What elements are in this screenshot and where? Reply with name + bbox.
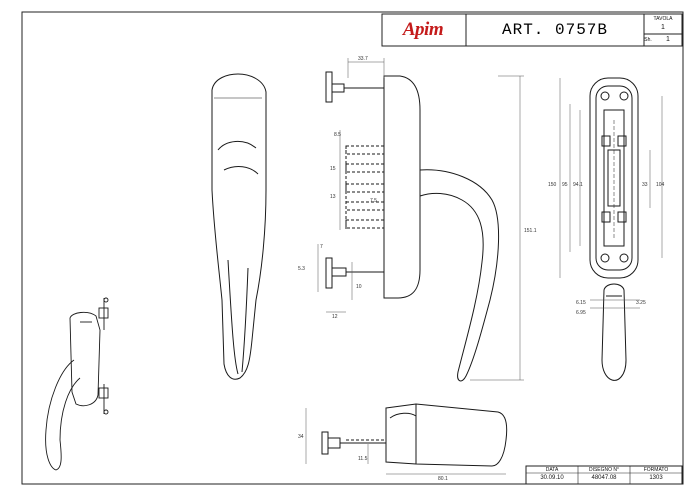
footer-drawing-label: DISEGNO N° [588, 467, 620, 473]
sheet-border [21, 11, 684, 485]
dim-rose-h5: 104 [656, 182, 665, 188]
footer-date-value: 30.09.10 [540, 475, 564, 481]
dim-slot-c: 13 [330, 194, 336, 200]
front-view [211, 73, 267, 380]
side-view [325, 71, 500, 382]
footer-date-label: DATA [545, 467, 559, 473]
dim-slot-a: 8.5 [334, 132, 341, 138]
tavola-value: 1 [661, 24, 665, 31]
dim-screw-d: 12 [332, 314, 338, 320]
spindle-slot [345, 145, 385, 155]
dim-rose-w2: 6.95 [576, 310, 586, 316]
article-number: ART. 0757B [501, 21, 608, 39]
tavola-label: TAVOLA [653, 16, 673, 22]
rose-back-view [589, 77, 639, 381]
title-block-frame [381, 13, 683, 47]
dim-screw-b: 5.3 [298, 266, 305, 272]
dim-rose-w3: 3.25 [636, 300, 646, 306]
sheet-label: Sh. [644, 37, 652, 43]
dim-bottom-len: 80.1 [438, 476, 448, 482]
side-dimensions [317, 58, 524, 381]
bottom-dimensions [305, 408, 506, 475]
rose-dimensions [559, 78, 663, 309]
footer-format-value: 1303 [649, 475, 663, 481]
dim-screw-a: 7 [320, 244, 323, 250]
dim-top-width: 33.7 [358, 56, 368, 62]
dim-bottom-h1: 34 [298, 434, 304, 440]
dim-slot-b: 15 [330, 166, 336, 172]
dim-rose-h2: 95 [562, 182, 568, 188]
dim-rose-h3: 94.1 [573, 182, 583, 188]
footer-block-frame [525, 465, 683, 485]
dim-bottom-h2: 11.5 [358, 456, 368, 462]
footer-drawing-value: 48047.08 [591, 475, 617, 481]
sheet-value: 1 [666, 36, 670, 43]
dim-rose-h1: 150 [548, 182, 557, 188]
dim-slot-d: 7.5 [370, 198, 377, 204]
dim-screw-c: 10 [356, 284, 362, 290]
dim-height-main: 151.1 [524, 228, 537, 234]
perspective-view [45, 297, 109, 471]
dim-rose-h4: 33 [642, 182, 648, 188]
footer-format-label: FORMATO [643, 467, 669, 473]
dim-rose-w1: 6.15 [576, 300, 586, 306]
company-logo: Apim [402, 19, 444, 40]
bottom-view [321, 403, 508, 467]
